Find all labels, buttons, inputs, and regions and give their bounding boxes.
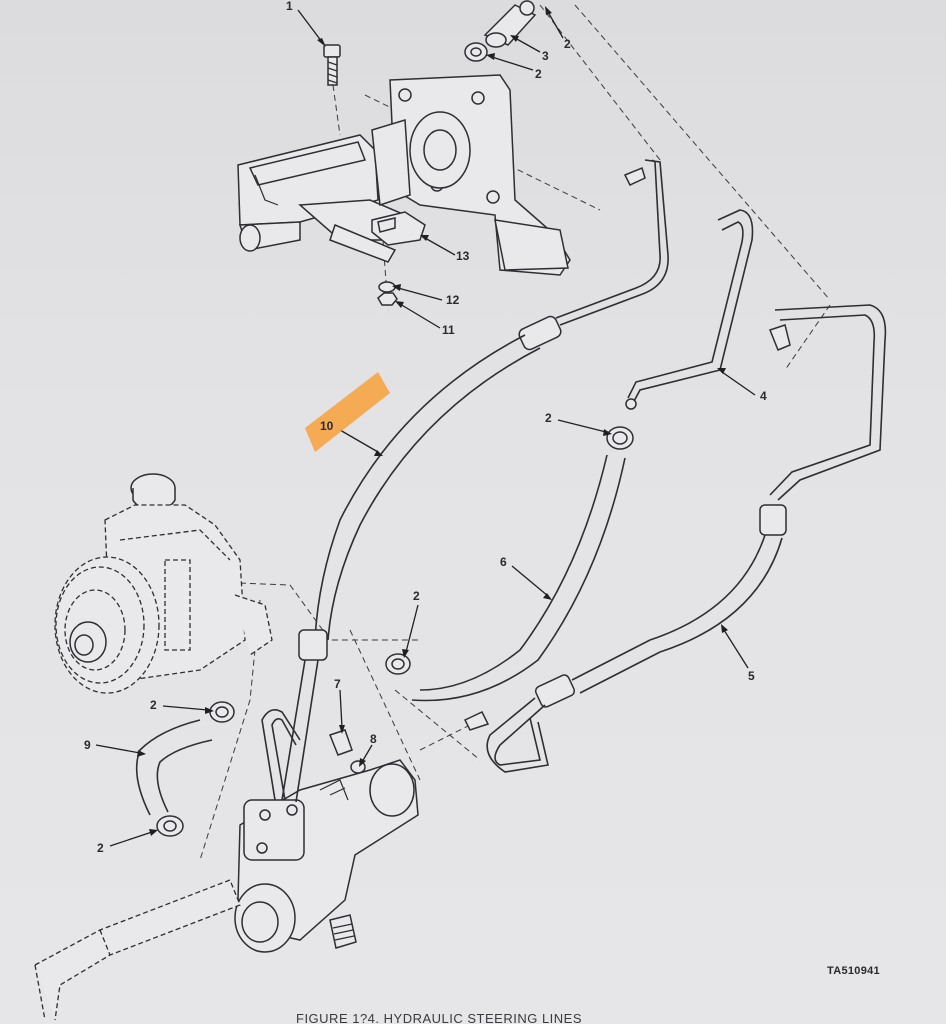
parts-11-12-13 [371,211,426,306]
callout-1: 1 [286,0,293,13]
leader-lines [95,6,756,847]
callout-2: 2 [545,411,552,425]
callout-labels: 1 2 3 2 13 12 11 4 2 10 6 2 5 2 7 8 9 2 [84,0,767,855]
callout-11: 11 [442,323,455,337]
part-9-return-hose [135,701,235,837]
callout-4: 4 [760,389,767,403]
callout-12: 12 [446,293,460,307]
callout-2: 2 [97,841,104,855]
part-3-tube-top [464,0,537,62]
firewall-bracket [389,74,571,276]
steering-gear [234,759,419,953]
callout-13: 13 [456,249,470,263]
parts-7-8-fittings [329,729,366,774]
callout-5: 5 [748,669,755,683]
callout-3: 3 [542,49,549,63]
callout-2: 2 [564,37,571,51]
part-1-bolt [323,44,341,86]
callout-10: 10 [320,419,334,433]
power-steering-pump [54,473,273,694]
part-6-hose [385,426,634,702]
highlighter-mark [305,372,390,452]
callout-2: 2 [413,589,420,603]
figure-id: TA510941 [827,965,880,977]
callout-7: 7 [334,677,341,691]
figure-caption: FIGURE 1?4. HYDRAULIC STEERING LINES [296,1011,583,1024]
callout-2: 2 [150,698,157,712]
part-5-hose-assembly [463,304,887,773]
callout-9: 9 [84,738,91,752]
part-4-tube [625,209,754,410]
frame-rail [34,879,241,1021]
callout-6: 6 [500,555,507,569]
callout-2: 2 [535,67,542,81]
part-10-pressure-hose [281,159,669,803]
callout-8: 8 [370,732,377,746]
gear-loop-line [261,709,301,801]
